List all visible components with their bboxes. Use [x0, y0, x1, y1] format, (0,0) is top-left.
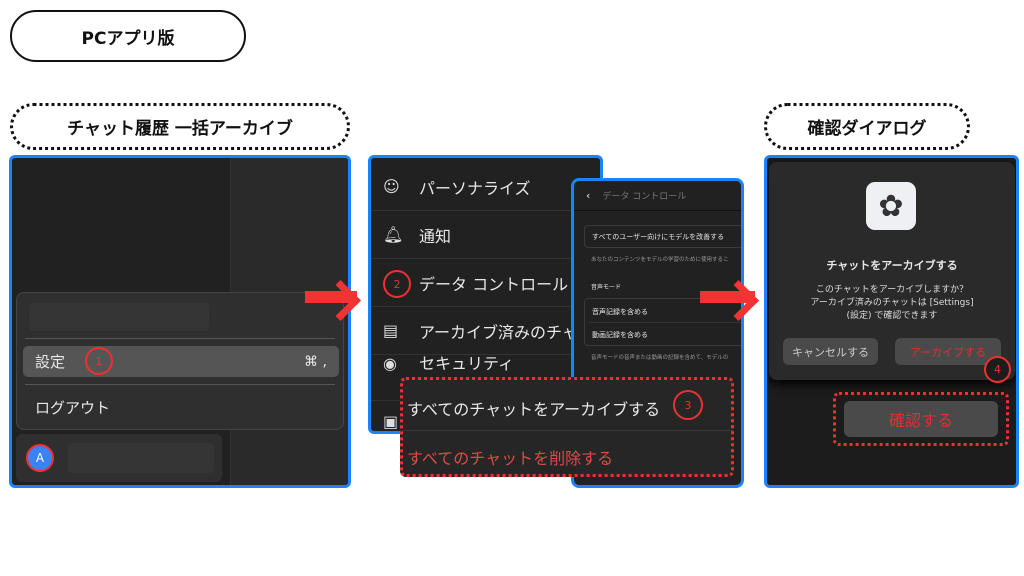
dialog-body-line: このチャットをアーカイブしますか？: [815, 285, 969, 295]
title-text: チャット履歴 一括アーカイブ: [67, 119, 293, 139]
voice-options: 音声記録を含める 動画記録を含める: [584, 298, 741, 346]
shield-icon: ◉: [383, 354, 397, 373]
arrow-right-icon: [700, 291, 755, 303]
divider: [25, 384, 335, 385]
item-label: セキュリティ: [419, 354, 515, 373]
archive-all-button[interactable]: すべてのチャットをアーカイブする: [407, 400, 661, 419]
archive-dialog: ✿ チャットをアーカイブする このチャットをアーカイブしますか？ アーカイブ済み…: [769, 162, 1015, 380]
account-button[interactable]: A: [16, 434, 222, 482]
chatgpt-logo-icon: ✿: [866, 182, 916, 230]
avatar: A: [26, 444, 54, 472]
voice-video-toggle[interactable]: 動画記録を含める: [592, 331, 648, 339]
title-pc-app: PCアプリ版: [10, 10, 246, 62]
dialog-body-line: アーカイブ済みのチャットは [Settings]: [810, 298, 974, 308]
account-menu: 設定 ⌘ , 1 ログアウト: [16, 292, 344, 430]
divider: [403, 430, 733, 431]
menu-item-settings[interactable]: 設定 ⌘ ,: [23, 346, 339, 377]
step-badge: 4: [984, 356, 1011, 383]
title-confirm-dialog: 確認ダイアログ: [764, 103, 970, 150]
dialog-title: チャットをアーカイブする: [826, 259, 958, 272]
item-label: 通知: [419, 226, 452, 246]
title-text: PCアプリ版: [81, 28, 175, 49]
settings-item-personalize[interactable]: ☺ パーソナライズ: [371, 163, 600, 211]
panel-title: データ コントロール: [602, 192, 687, 202]
bulk-actions: すべてのチャットをアーカイブする 3 すべてのチャットを削除する: [400, 377, 734, 477]
dialog-body-line: (設定) で確認できます: [846, 311, 938, 321]
confirm-panel: ✿ チャットをアーカイブする このチャットをアーカイブしますか？ アーカイブ済み…: [764, 155, 1019, 488]
improve-model-toggle[interactable]: すべてのユーザー向けにモデルを改善する: [584, 225, 741, 248]
item-label: アーカイブ済みのチャ: [419, 322, 578, 342]
sidebar-panel: 設定 ⌘ , 1 ログアウト A: [9, 155, 351, 488]
settings-item-notifications[interactable]: 🔔︎ 通知: [371, 211, 600, 259]
back-icon[interactable]: ‹: [586, 189, 591, 202]
settings-item-archived[interactable]: ▤ アーカイブ済みのチャ: [371, 307, 600, 355]
confirm-button[interactable]: 確認する: [844, 401, 998, 437]
toggle-label: すべてのユーザー向けにモデルを改善する: [592, 233, 725, 241]
step-badge: 1: [85, 347, 113, 375]
settings-label: 設定: [35, 353, 66, 371]
improve-desc: あなたのコンテンツをモデルの学習のために使用するこ: [591, 257, 729, 263]
step-badge: 3: [673, 390, 703, 420]
panel-header: ‹ データ コントロール: [574, 181, 741, 211]
key-icon: ▣: [383, 412, 399, 431]
divider: [589, 322, 741, 323]
voice-audio-toggle[interactable]: 音声記録を含める: [592, 308, 648, 316]
arrow-right-icon: [305, 291, 357, 303]
bell-icon: 🔔︎: [383, 225, 404, 244]
cancel-button[interactable]: キャンセルする: [783, 338, 878, 365]
account-name-placeholder: [68, 443, 214, 473]
title-bulk-archive: チャット履歴 一括アーカイブ: [10, 103, 350, 150]
archive-button[interactable]: アーカイブする: [895, 338, 1001, 365]
settings-item-data-controls[interactable]: データ コントロール: [371, 259, 600, 307]
shortcut-label: ⌘ ,: [304, 353, 327, 370]
divider: [25, 338, 335, 339]
archive-icon: ▤: [383, 321, 399, 340]
voice-desc: 音声モードの音声または動画の記録を含めて、モデルの: [591, 355, 729, 361]
confirm-highlight: 確認する: [833, 392, 1009, 446]
item-label: データ コントロール: [419, 274, 569, 294]
item-label: パーソナライズ: [419, 178, 531, 198]
menu-blank-item[interactable]: [29, 303, 209, 331]
voice-mode-header: 音声モード: [591, 284, 622, 291]
menu-item-logout[interactable]: ログアウト: [35, 399, 111, 417]
title-text: 確認ダイアログ: [807, 119, 927, 139]
delete-all-button[interactable]: すべてのチャットを削除する: [407, 449, 614, 468]
person-icon: ☺: [383, 177, 400, 196]
step-badge: 2: [383, 270, 411, 298]
dialog-body: このチャットをアーカイブしますか？ アーカイブ済みのチャットは [Setting…: [769, 284, 1015, 323]
